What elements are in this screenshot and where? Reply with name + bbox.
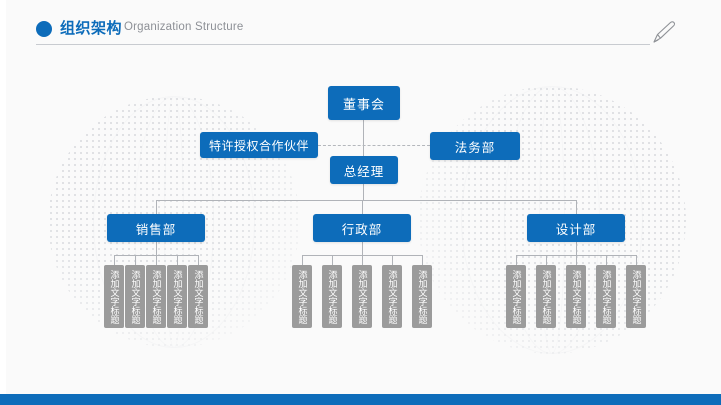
connector-sales-leaf-drop xyxy=(177,255,178,265)
node-franchise-partner[interactable]: 特许授权合作伙伴 xyxy=(200,132,318,158)
node-legal-department[interactable]: 法务部 xyxy=(430,132,520,160)
leaf-label: 添加文字标题 xyxy=(631,269,642,324)
connector-sales-leaf-drop xyxy=(135,255,136,265)
connector-admin-leaf-drop xyxy=(392,255,393,265)
leaf-node[interactable]: 添加文字标题 xyxy=(626,265,646,328)
connector-bus-to-admin xyxy=(362,200,363,214)
connector-design-leaf-drop xyxy=(576,255,577,265)
connector-department-bus xyxy=(156,200,576,201)
leaf-label: 添加文字标题 xyxy=(151,269,162,324)
leaf-node[interactable]: 添加文字标题 xyxy=(412,265,432,328)
connector-admin-leaf-drop xyxy=(332,255,333,265)
connector-sales-leaf-drop xyxy=(156,255,157,265)
leaf-label: 添加文字标题 xyxy=(130,269,141,324)
leaf-label: 添加文字标题 xyxy=(172,269,183,324)
connector-sales-stem xyxy=(156,242,157,255)
leaf-node[interactable]: 添加文字标题 xyxy=(292,265,312,328)
node-sales-department[interactable]: 销售部 xyxy=(107,214,205,242)
left-edge-strip xyxy=(0,0,6,394)
connector-design-leaf-drop xyxy=(546,255,547,265)
leaf-label: 添加文字标题 xyxy=(417,269,428,324)
leaf-node[interactable]: 添加文字标题 xyxy=(167,265,187,328)
leaf-label: 添加文字标题 xyxy=(327,269,338,324)
connector-sales-leaf-drop xyxy=(114,255,115,265)
leaf-node[interactable]: 添加文字标题 xyxy=(125,265,145,328)
connector-board-to-gm xyxy=(363,120,364,156)
connector-design-leaf-drop xyxy=(516,255,517,265)
leaf-label: 添加文字标题 xyxy=(357,269,368,324)
leaf-label: 添加文字标题 xyxy=(601,269,612,324)
leaf-node[interactable]: 添加文字标题 xyxy=(146,265,166,328)
connector-admin-leaf-drop xyxy=(362,255,363,265)
connector-sales-leaf-drop xyxy=(198,255,199,265)
footer-accent-bar xyxy=(0,394,721,405)
leaf-label: 添加文字标题 xyxy=(109,269,120,324)
leaf-node[interactable]: 添加文字标题 xyxy=(104,265,124,328)
bullet-dot-icon xyxy=(36,21,52,37)
connector-design-leaf-drop xyxy=(636,255,637,265)
leaf-label: 添加文字标题 xyxy=(571,269,582,324)
leaf-node[interactable]: 添加文字标题 xyxy=(352,265,372,328)
connector-admin-leaf-drop xyxy=(302,255,303,265)
leaf-label: 添加文字标题 xyxy=(193,269,204,324)
header-divider xyxy=(36,44,650,45)
pen-icon xyxy=(653,21,675,43)
leaf-node[interactable]: 添加文字标题 xyxy=(596,265,616,328)
connector-design-stem xyxy=(576,242,577,255)
leaf-node[interactable]: 添加文字标题 xyxy=(188,265,208,328)
leaf-node[interactable]: 添加文字标题 xyxy=(322,265,342,328)
leaf-node[interactable]: 添加文字标题 xyxy=(566,265,586,328)
leaf-label: 添加文字标题 xyxy=(387,269,398,324)
leaf-node[interactable]: 添加文字标题 xyxy=(536,265,556,328)
node-admin-department[interactable]: 行政部 xyxy=(313,214,411,242)
leaf-node[interactable]: 添加文字标题 xyxy=(382,265,402,328)
leaf-label: 添加文字标题 xyxy=(297,269,308,324)
connector-bus-to-design xyxy=(576,200,577,214)
connector-bus-to-sales xyxy=(156,200,157,214)
connector-gm-to-bus xyxy=(363,184,364,201)
connector-design-leaf-drop xyxy=(606,255,607,265)
slide-header: 组织架构 Organization Structure xyxy=(0,0,721,56)
node-board-of-directors[interactable]: 董事会 xyxy=(328,86,400,120)
leaf-label: 添加文字标题 xyxy=(541,269,552,324)
node-design-department[interactable]: 设计部 xyxy=(527,214,625,242)
connector-admin-stem xyxy=(362,242,363,255)
leaf-label: 添加文字标题 xyxy=(511,269,522,324)
leaf-node[interactable]: 添加文字标题 xyxy=(506,265,526,328)
page-subtitle: Organization Structure xyxy=(124,21,244,33)
page-title: 组织架构 xyxy=(60,20,123,37)
connector-admin-leaf-drop xyxy=(422,255,423,265)
connector-partner-dashed xyxy=(318,145,430,146)
node-general-manager[interactable]: 总经理 xyxy=(330,156,398,184)
